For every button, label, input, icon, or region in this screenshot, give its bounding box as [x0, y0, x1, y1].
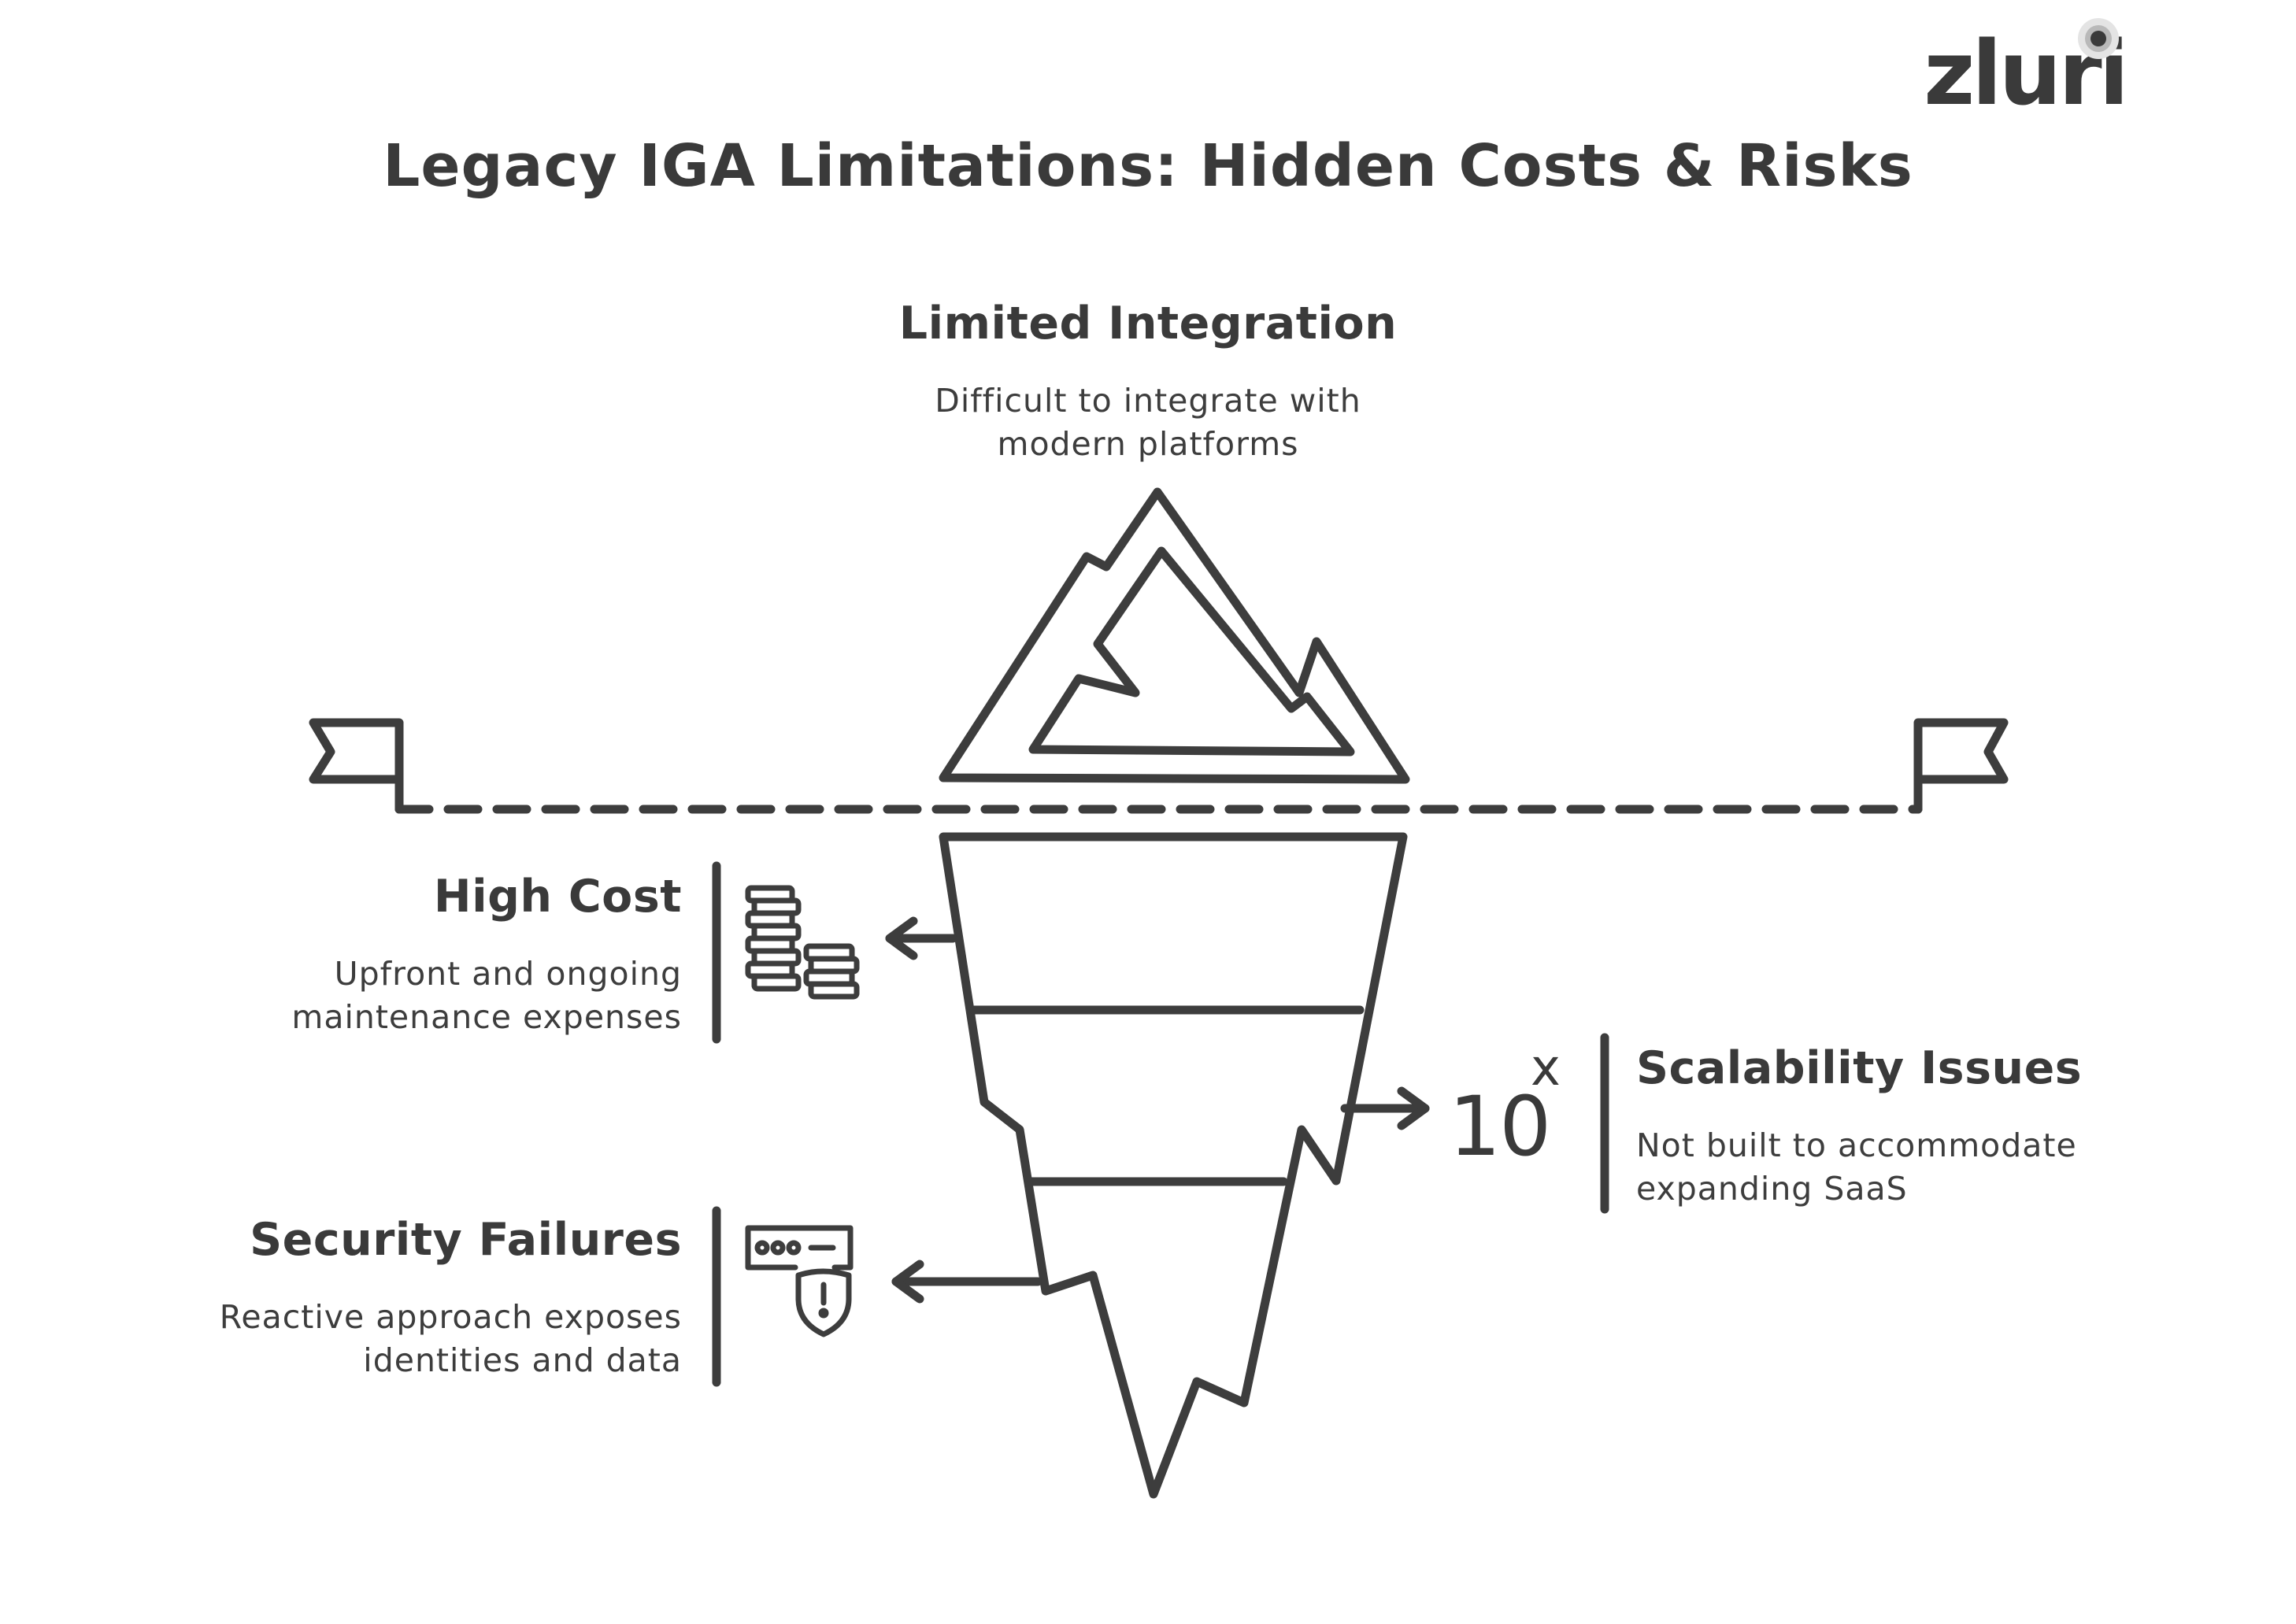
right-flag-icon [1913, 718, 2009, 814]
security-failures-heading: Security Failures [250, 1214, 682, 1266]
security-failures-desc-line2: identities and data [363, 1341, 682, 1379]
arrow-cost-head [885, 916, 918, 960]
high-cost-heading: High Cost [433, 871, 682, 923]
arrow-security-head [891, 1260, 924, 1304]
logo-dot-icon [2078, 18, 2119, 59]
high-cost-description: Upfront and ongoing maintenance expenses [205, 953, 682, 1039]
scalability-issues-desc-line2: expanding SaaS [1636, 1170, 1908, 1208]
security-failures-desc-line1: Reactive approach exposes [219, 1298, 682, 1336]
brand-logo: zluri [1905, 18, 2129, 118]
page-title: Legacy IGA Limitations: Hidden Costs & R… [383, 132, 1913, 200]
ten-x-exponent: x [1531, 1039, 1561, 1097]
scalability-issues-heading: Scalability Issues [1636, 1042, 2083, 1094]
iceberg-tip-inner [1028, 546, 1355, 757]
high-cost-desc-line2: maintenance expenses [291, 998, 682, 1036]
browser-shield-icon [745, 1225, 854, 1337]
iceberg-underwater [939, 832, 1408, 1499]
ten-x-icon: 10 [1449, 1078, 1551, 1175]
scalability-issues-description: Not built to accommodate expanding SaaS [1636, 1124, 2235, 1211]
limited-integration-desc-line1: Difficult to integrate with [935, 382, 1361, 420]
limited-integration-description: Difficult to integrate with modern platf… [754, 379, 1542, 466]
limited-integration-heading: Limited Integration [898, 298, 1398, 350]
coins-stack-icon [745, 885, 860, 1000]
security-failures-description: Reactive approach exposes identities and… [126, 1296, 682, 1382]
scalability-issues-desc-line1: Not built to accommodate [1636, 1126, 2077, 1164]
iceberg-tip-outer [939, 487, 1410, 784]
left-flag-icon [309, 718, 404, 814]
arrow-scalability-head [1397, 1086, 1430, 1130]
high-cost-desc-line1: Upfront and ongoing [334, 955, 682, 993]
limited-integration-desc-line2: modern platforms [997, 425, 1299, 463]
